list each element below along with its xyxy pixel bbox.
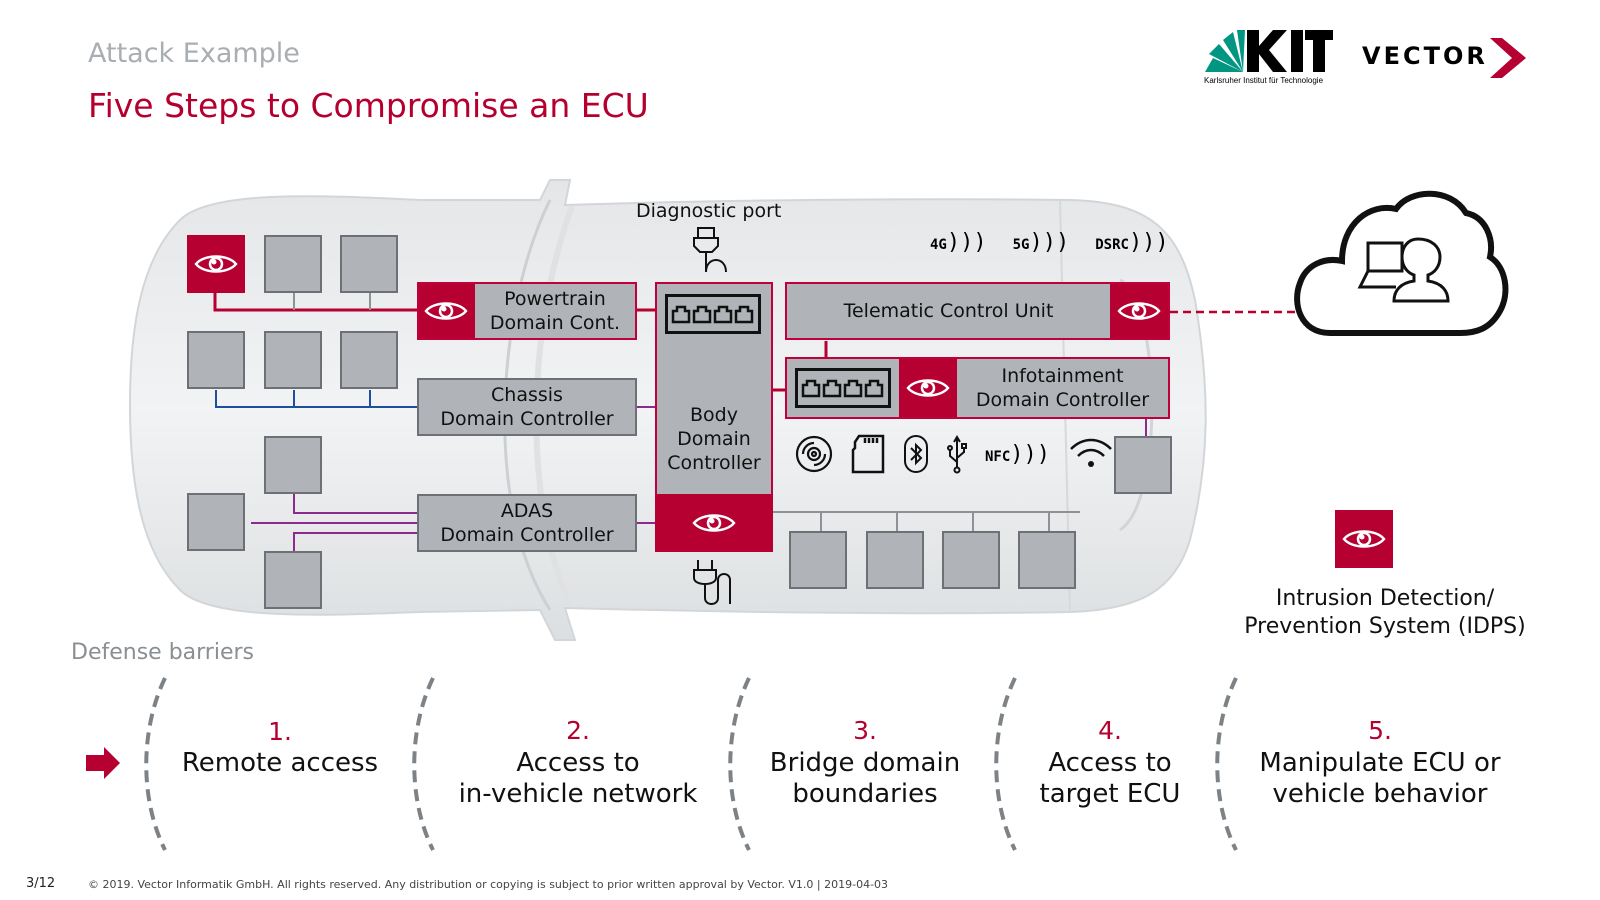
ecu-box	[264, 331, 322, 389]
wifi-icon	[1070, 438, 1112, 467]
eye-icon	[692, 514, 736, 532]
wireless-interfaces: 4G))) 5G))) DSRC)))	[930, 230, 1169, 255]
idps-marker	[655, 494, 773, 552]
powertrain-domain-controller: Powertrain Domain Cont.	[417, 282, 637, 340]
controller-label: Chassis	[491, 384, 563, 406]
body-domain-controller: Body Domain Controller	[655, 282, 773, 552]
controller-label: ADAS	[500, 500, 554, 522]
eye-icon	[194, 255, 238, 273]
ecu-box	[264, 235, 322, 293]
kit-logo-caption: Karlsruher Institut für Technologie	[1204, 76, 1324, 85]
idps-legend-icon	[1335, 510, 1393, 568]
diagnostic-connector-icon	[693, 227, 727, 273]
page-number: 3/12	[26, 876, 56, 891]
ecu-box	[942, 531, 1000, 589]
slide-subtitle: Attack Example	[88, 38, 300, 69]
start-arrow-icon	[86, 747, 120, 779]
ethernet-ports-icon	[801, 379, 884, 398]
ecu-box	[187, 331, 245, 389]
ecu-box	[340, 331, 398, 389]
cloud-attacker-icon	[1294, 190, 1509, 336]
vector-chevron-icon	[1490, 38, 1526, 78]
controller-label: Domain Cont.	[489, 312, 621, 334]
diagnostic-port-label: Diagnostic port	[636, 200, 782, 222]
barrier-arc	[728, 677, 751, 851]
barrier-arc	[412, 677, 435, 851]
ecu-box	[264, 551, 322, 609]
controller-label: Body	[690, 404, 738, 426]
defense-barriers-label: Defense barriers	[71, 640, 254, 665]
slide-title: Five Steps to Compromise an ECU	[88, 86, 649, 125]
eye-icon	[1342, 530, 1386, 548]
eye-icon	[424, 302, 468, 320]
ethernet-switch	[665, 294, 761, 334]
controller-label: Domain Controller	[440, 408, 614, 430]
usb-icon	[947, 435, 967, 474]
vector-logo-wordmark: VECTOR	[1362, 42, 1488, 70]
ecu-box	[1018, 531, 1076, 589]
controller-label: Domain Controller	[975, 389, 1150, 411]
eye-icon	[906, 379, 950, 397]
copyright-notice: © 2019. Vector Informatik GmbH. All righ…	[88, 878, 889, 891]
controller-label: Powertrain	[504, 288, 606, 310]
barrier-arcs	[144, 677, 1238, 851]
power-plug-icon	[693, 560, 731, 605]
sd-card-icon	[851, 434, 885, 474]
nfc-icon: NFC)))	[985, 441, 1051, 467]
idps-marker	[899, 359, 957, 417]
infotainment-interfaces: NFC)))	[795, 434, 1114, 474]
controller-label: Telematic Control Unit	[843, 300, 1054, 322]
ecu-box	[1114, 436, 1172, 494]
barrier-arc	[994, 677, 1017, 851]
dsrc-icon: DSRC)))	[1095, 230, 1169, 255]
adas-domain-controller: ADAS Domain Controller	[417, 494, 637, 552]
kit-logo	[1205, 30, 1333, 72]
ecu-box	[187, 493, 245, 551]
ecu-box	[789, 531, 847, 589]
barrier-arc	[1215, 677, 1238, 851]
ecu-box	[340, 235, 398, 293]
idps-ecu	[187, 235, 245, 293]
cd-icon	[795, 435, 833, 473]
eye-icon	[1117, 302, 1161, 320]
barrier-arc	[144, 677, 167, 851]
ethernet-switch	[787, 359, 899, 417]
idps-marker	[1110, 284, 1168, 338]
controller-label: Domain	[677, 428, 751, 450]
cellular-5g-icon: 5G)))	[1012, 230, 1070, 255]
idps-legend-label: Intrusion Detection/ Prevention System (…	[1244, 586, 1526, 639]
controller-label: Controller	[667, 452, 761, 474]
ethernet-ports-icon	[671, 305, 754, 324]
ecu-box	[264, 436, 322, 494]
idps-marker	[419, 284, 473, 338]
controller-label: Infotainment	[1001, 365, 1124, 387]
infotainment-domain-controller: Infotainment Domain Controller	[785, 357, 1170, 419]
bluetooth-icon	[904, 435, 928, 473]
telematic-control-unit: Telematic Control Unit	[785, 282, 1170, 340]
cellular-4g-icon: 4G)))	[930, 230, 987, 255]
ecu-box	[866, 531, 924, 589]
chassis-domain-controller: Chassis Domain Controller	[417, 378, 637, 436]
controller-label: Domain Controller	[440, 524, 614, 546]
